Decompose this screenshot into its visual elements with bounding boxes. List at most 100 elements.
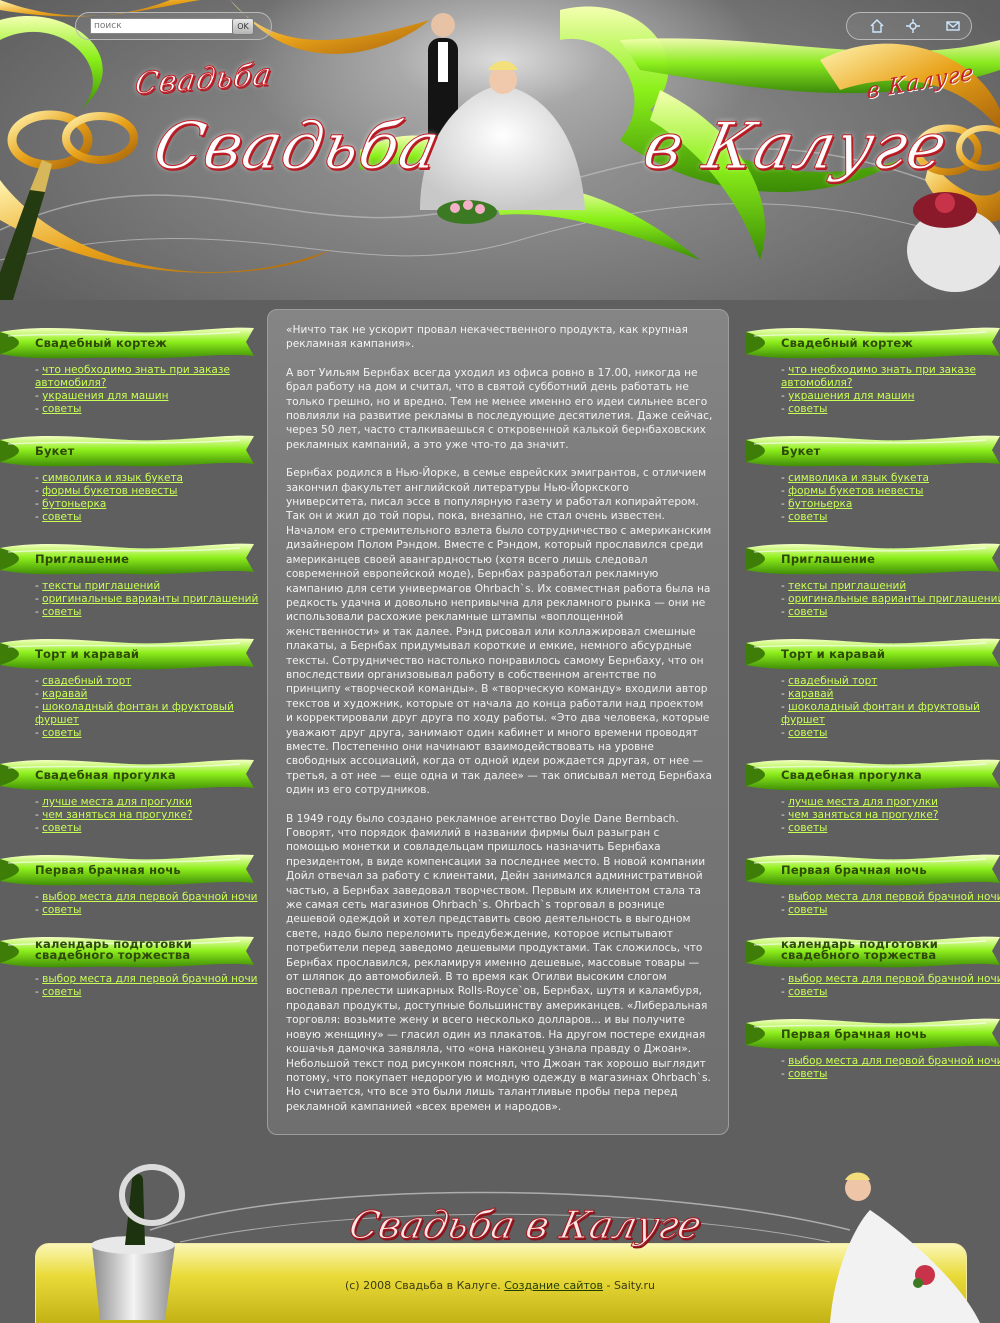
- bullet-dash: -: [35, 390, 43, 402]
- search-input[interactable]: [90, 18, 235, 34]
- bullet-dash: -: [781, 403, 789, 415]
- sidebar-link[interactable]: чем заняться на прогулке?: [788, 809, 939, 821]
- sidebar-link[interactable]: выбор места для первой брачной ночи: [788, 1055, 1000, 1067]
- footer-copyright-line: (с) 2008 Свадьба в Калуге. Создание сайт…: [0, 1279, 1000, 1292]
- sidebar-link[interactable]: оригинальные варианты приглашений: [42, 593, 259, 605]
- sidebar-link[interactable]: каравай: [788, 688, 834, 700]
- search-ok-button[interactable]: OK: [232, 18, 254, 35]
- sidebar-link[interactable]: тексты приглашений: [788, 580, 907, 592]
- ribbon-graphic: [746, 1018, 1000, 1050]
- bullet-dash: -: [35, 904, 43, 916]
- section-title: Приглашение: [35, 552, 130, 566]
- footer-logo: Свадьба в Калуге: [345, 1203, 706, 1248]
- sidebar-link[interactable]: советы: [788, 822, 828, 834]
- sidebar-link[interactable]: советы: [42, 727, 82, 739]
- quick-icons: [846, 12, 972, 40]
- sidebar-link[interactable]: советы: [42, 511, 82, 523]
- sidebar-link[interactable]: бутоньерка: [42, 498, 107, 510]
- section-ribbon: Первая брачная ночь: [746, 849, 1000, 889]
- sidebar-link[interactable]: каравай: [42, 688, 88, 700]
- sidebar-link[interactable]: что необходимо знать при заказе автомоби…: [781, 364, 976, 389]
- ribbon-graphic: [746, 327, 1000, 359]
- section-links: - выбор места для первой брачной ночи- с…: [35, 891, 260, 917]
- list-item: - тексты приглашений: [781, 580, 1000, 593]
- section-ribbon: Свадебная прогулка: [746, 754, 1000, 794]
- sidebar-link[interactable]: советы: [42, 904, 82, 916]
- search-form: OK: [75, 12, 272, 40]
- sidebar-link[interactable]: советы: [42, 606, 82, 618]
- section-links: - выбор места для первой брачной ночи- с…: [781, 973, 1000, 999]
- sidebar-link[interactable]: символика и язык букета: [788, 472, 929, 484]
- sidebar-link[interactable]: тексты приглашений: [42, 580, 161, 592]
- article-paragraph: «Ничто так не ускорит провал некачествен…: [286, 324, 688, 351]
- sidebar-link[interactable]: советы: [788, 1068, 828, 1080]
- sidebar-link[interactable]: что необходимо знать при заказе автомоби…: [35, 364, 230, 389]
- sidebar-link[interactable]: украшения для машин: [42, 390, 169, 402]
- sidebar-link[interactable]: символика и язык букета: [42, 472, 183, 484]
- article-paragraph: А вот Уильям Бернбах всегда уходил из оф…: [286, 366, 713, 451]
- mail-icon[interactable]: [945, 18, 961, 34]
- section-links: - выбор места для первой брачной ночи- с…: [781, 891, 1000, 917]
- sidebar-section: Приглашение- тексты приглашений- оригина…: [746, 538, 1000, 619]
- sidebar-link[interactable]: советы: [42, 822, 82, 834]
- list-item: - шоколадный фонтан и фруктовый фуршет: [781, 701, 1000, 727]
- sidebar-link[interactable]: шоколадный фонтан и фруктовый фуршет: [781, 701, 980, 726]
- bride-figure: [420, 85, 585, 210]
- sidebar-link[interactable]: советы: [42, 986, 82, 998]
- bullet-dash: -: [35, 580, 43, 592]
- sidebar-link[interactable]: свадебный торт: [42, 675, 132, 687]
- sidebar-link[interactable]: советы: [788, 403, 828, 415]
- sidebar-link[interactable]: формы букетов невесты: [42, 485, 178, 497]
- create-sites-link[interactable]: Создание сайтов: [504, 1279, 603, 1292]
- list-item: - лучше места для прогулки: [781, 796, 1000, 809]
- list-item: - символика и язык букета: [781, 472, 1000, 485]
- sidebar-link[interactable]: оригинальные варианты приглашений: [788, 593, 1000, 605]
- sidebar-link[interactable]: чем заняться на прогулке?: [42, 809, 193, 821]
- section-ribbon: Торт и каравай: [0, 633, 254, 673]
- sitemap-icon[interactable]: [905, 18, 921, 34]
- sidebar-link[interactable]: советы: [788, 511, 828, 523]
- list-item: - бутоньерка: [35, 498, 260, 511]
- list-item: - советы: [35, 986, 260, 999]
- bullet-dash: -: [35, 796, 43, 808]
- home-icon[interactable]: [869, 18, 885, 34]
- sidebar-link[interactable]: советы: [788, 986, 828, 998]
- list-item: - чем заняться на прогулке?: [781, 809, 1000, 822]
- bullet-dash: -: [35, 485, 43, 497]
- section-title: Свадебная прогулка: [781, 768, 922, 782]
- sidebar-link[interactable]: свадебный торт: [788, 675, 878, 687]
- sidebar-link[interactable]: советы: [788, 606, 828, 618]
- sidebar-section: Букет - символика и язык букета- формы бу…: [0, 430, 260, 524]
- list-item: - выбор места для первой брачной ночи: [35, 891, 260, 904]
- logo-title-left: Свадьба: [147, 110, 448, 185]
- bullet-dash: -: [35, 986, 43, 998]
- list-item: - советы: [35, 403, 260, 416]
- section-ribbon: Букет: [0, 430, 254, 470]
- bullet-dash: -: [35, 593, 43, 605]
- section-title: Первая брачная ночь: [781, 863, 927, 877]
- sidebar-link[interactable]: лучше места для прогулки: [788, 796, 938, 808]
- sidebar-link[interactable]: лучше места для прогулки: [42, 796, 192, 808]
- section-title: Первая брачная ночь: [781, 1027, 927, 1041]
- sidebar-link[interactable]: выбор места для первой брачной ночи: [788, 973, 1000, 985]
- sidebar-link[interactable]: шоколадный фонтан и фруктовый фуршет: [35, 701, 234, 726]
- sidebar-link[interactable]: выбор места для первой брачной ночи: [42, 973, 258, 985]
- bullet-dash: -: [781, 688, 789, 700]
- sidebar-section: Торт и каравай- свадебный торт- каравай-…: [0, 633, 260, 740]
- sidebar-link[interactable]: выбор места для первой брачной ночи: [42, 891, 258, 903]
- bullet-dash: -: [781, 986, 789, 998]
- sidebar-link[interactable]: бутоньерка: [788, 498, 853, 510]
- sidebar-link[interactable]: формы букетов невесты: [788, 485, 924, 497]
- section-title: Свадебный кортеж: [35, 336, 168, 350]
- sidebar-link[interactable]: советы: [788, 727, 828, 739]
- sidebar-section: календарь подготовки свадебного торжеств…: [0, 931, 260, 999]
- ribbon-graphic: [0, 936, 254, 968]
- sidebar-link[interactable]: выбор места для первой брачной ночи: [788, 891, 1000, 903]
- sidebar-link[interactable]: украшения для машин: [788, 390, 915, 402]
- section-links: - свадебный торт- каравай- шоколадный фо…: [781, 675, 1000, 740]
- ribbon-graphic: [746, 543, 1000, 575]
- section-ribbon: Первая брачная ночь: [0, 849, 254, 889]
- sidebar-link[interactable]: советы: [42, 403, 82, 415]
- bullet-dash: -: [35, 472, 43, 484]
- sidebar-link[interactable]: советы: [788, 904, 828, 916]
